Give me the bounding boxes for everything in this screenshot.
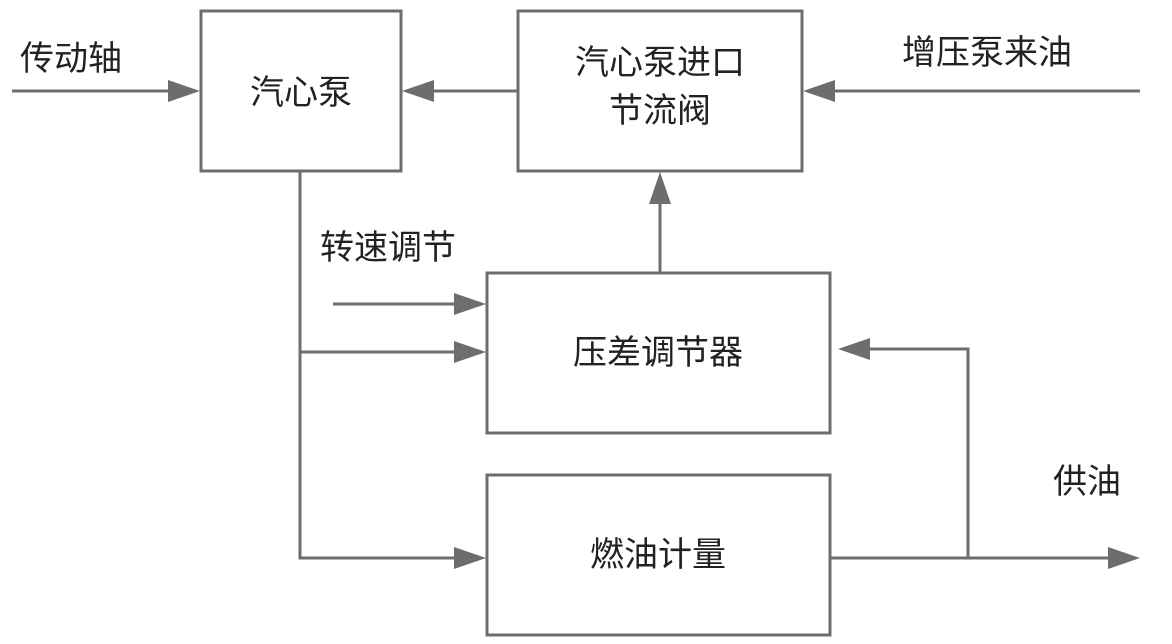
arrow-into-vapor-pump xyxy=(168,80,200,102)
arrow-pump-to-regulator xyxy=(454,341,486,363)
drive-shaft-label: 传动轴 xyxy=(20,39,122,79)
fuel-metering-box xyxy=(485,473,832,637)
speed-adjust-label: 转速调节 xyxy=(320,228,456,268)
arrow-valve-to-pump xyxy=(402,80,434,102)
feedback-line xyxy=(870,347,970,558)
arrow-feedback-to-regulator xyxy=(838,338,870,360)
arrow-fuel-supply-out xyxy=(1108,547,1140,569)
vapor-pump-label: 汽心泵 xyxy=(250,73,352,113)
fuel-metering-label: 燃油计量 xyxy=(590,535,726,575)
arrow-into-inlet-valve xyxy=(803,80,835,102)
arrow-into-fuel-metering xyxy=(454,547,486,569)
pump-to-metering-line xyxy=(298,171,457,560)
fuel-supply-label: 供油 xyxy=(1053,462,1121,502)
inlet-valve-label-line2: 节流阀 xyxy=(609,91,711,131)
arrow-up-to-valve xyxy=(649,172,671,204)
booster-oil-label: 增压泵来油 xyxy=(902,33,1072,73)
inlet-valve-box xyxy=(516,9,804,173)
pressure-regulator-label: 压差调节器 xyxy=(573,333,743,373)
vapor-pump-box xyxy=(199,9,403,173)
inlet-valve-label-line1: 汽心泵进口 xyxy=(575,43,745,83)
arrow-speed-adjust xyxy=(454,293,486,315)
